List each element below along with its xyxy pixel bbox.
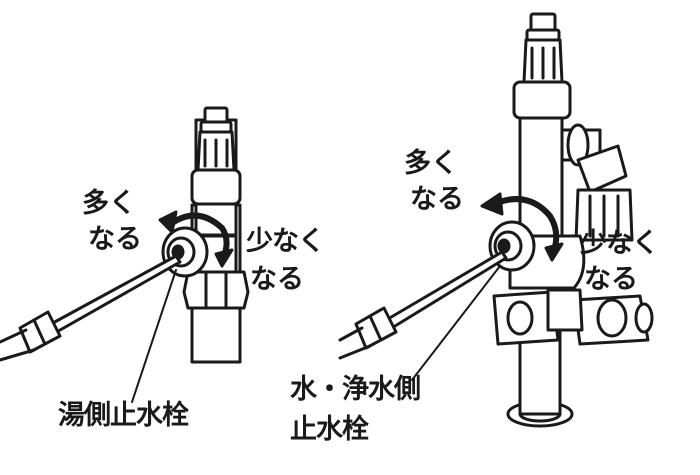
right-outlet-port xyxy=(506,300,534,336)
left-valve-assembly xyxy=(0,106,250,403)
left-connector-base xyxy=(190,168,242,206)
right-lower-fitting xyxy=(546,288,584,332)
right-valve-slot xyxy=(497,238,511,254)
right-leader-line xyxy=(411,265,501,381)
left-screwdriver-shaft xyxy=(38,254,182,340)
right-connector-nipple xyxy=(529,12,557,32)
right-less-label-line2: なる xyxy=(584,264,638,295)
right-valve-name-line1: 水・浄水側 xyxy=(290,374,421,405)
right-valve-assembly xyxy=(338,12,654,428)
right-arrowhead-cw xyxy=(544,242,564,262)
right-upper-pipe xyxy=(518,116,564,238)
left-less-label-line2: なる xyxy=(250,264,304,295)
right-more-label-line2: なる xyxy=(410,184,464,215)
left-arrowhead-ccw xyxy=(158,210,178,234)
left-more-label-line1: 多く xyxy=(82,188,136,219)
left-less-label-line1: 少なく xyxy=(246,226,325,257)
left-rotation-arrow xyxy=(165,212,230,259)
right-screwdriver-shaft xyxy=(374,250,508,336)
right-less-label-line1: 少なく xyxy=(580,228,659,259)
right-arrowhead-ccw xyxy=(480,192,504,216)
left-arrowhead-cw xyxy=(214,248,234,268)
right-more-label-line1: 多く xyxy=(404,148,458,179)
left-leader-line xyxy=(131,269,177,403)
right-rotation-arrow xyxy=(491,196,560,253)
left-hex-nut xyxy=(182,270,250,310)
left-valve-name-label: 湯側止水栓 xyxy=(58,400,189,431)
right-side-valve-hex xyxy=(576,144,628,194)
left-connector-nipple xyxy=(203,106,229,124)
right-connector-base xyxy=(512,80,572,120)
left-more-label-line2: なる xyxy=(88,224,142,255)
right-valve-name-line2: 止水栓 xyxy=(290,414,369,445)
